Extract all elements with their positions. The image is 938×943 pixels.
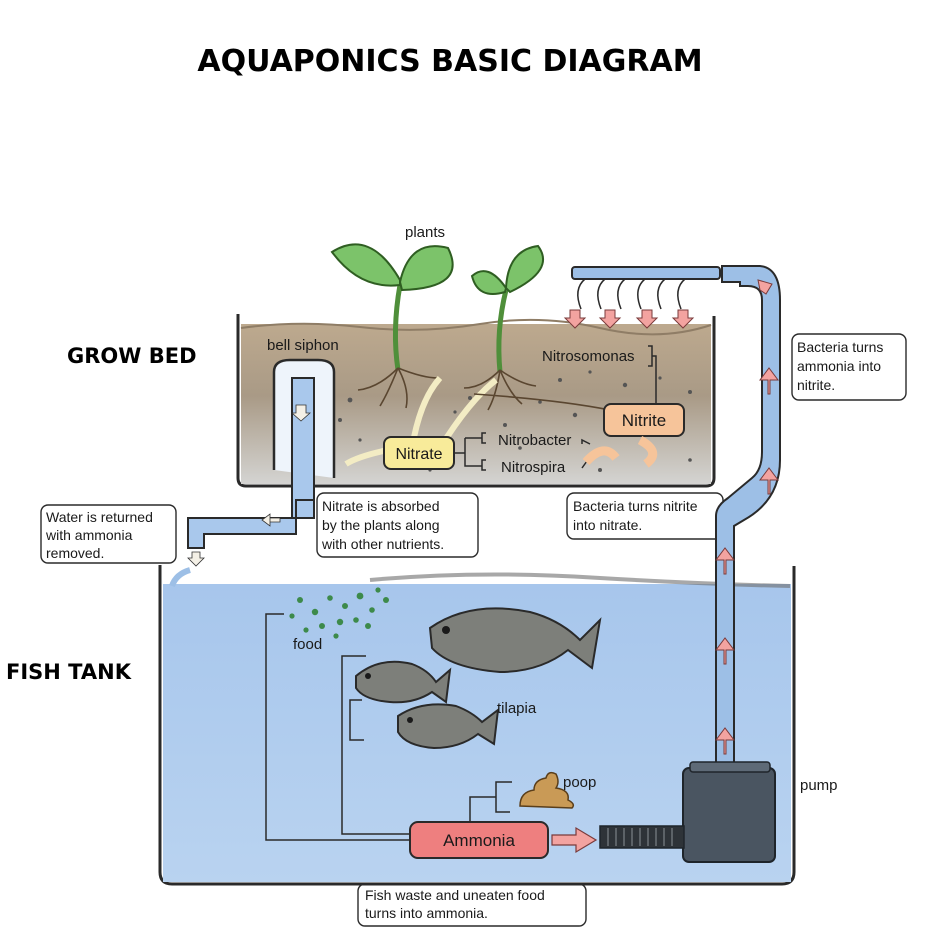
note-bacteria-nitrite: Bacteria turns nitrite into nitrate.: [566, 492, 724, 540]
cycle-arrow-icon: [582, 446, 620, 466]
note-nitrate-absorbed: Nitrate is absorbed by the plants along …: [316, 492, 479, 558]
note-line: by the plants along: [322, 517, 440, 533]
note-water-returned: Water is returned with ammonia removed.: [40, 504, 177, 564]
pump-icon: [682, 767, 776, 863]
up-arrow-icon: [757, 279, 773, 295]
pump-intake-screen: [599, 825, 685, 849]
fish-icon: [397, 703, 500, 750]
fish-tank-label: FISH TANK: [6, 660, 132, 684]
plants-label: plants: [405, 224, 445, 241]
down-arrow-icon: [635, 309, 659, 329]
note-line: ammonia into: [797, 358, 881, 374]
right-arrow-icon: [551, 826, 598, 854]
note-line: Bacteria turns nitrite: [573, 498, 698, 514]
tilapia-label: tilapia: [497, 700, 537, 717]
note-line: Bacteria turns: [797, 339, 883, 355]
riser-pipe: [715, 265, 781, 771]
bell-siphon-label: bell siphon: [267, 337, 339, 354]
food-label: food: [293, 636, 322, 653]
up-arrow-icon: [759, 367, 779, 395]
fish-icon: [355, 660, 452, 704]
grow-bed-label: GROW BED: [67, 344, 197, 368]
tilapia-fish: [355, 607, 602, 750]
down-arrow-icon: [187, 551, 205, 567]
nitrate-box: Nitrate: [383, 436, 455, 470]
bell-siphon: [187, 358, 336, 567]
note-fish-waste: Fish waste and uneaten food turns into a…: [357, 883, 587, 927]
flow-arrows: [715, 279, 779, 755]
poop-label: poop: [563, 774, 596, 791]
poop-icon: [519, 771, 575, 809]
nitrite-text: Nitrite: [622, 411, 666, 430]
cycle-arrow-icon: [637, 436, 658, 468]
nitrosomonas-label: Nitrosomonas: [542, 348, 635, 365]
return-pipe: [187, 499, 315, 549]
ammonia-brackets: [265, 613, 512, 841]
note-line: nitrite.: [797, 377, 835, 393]
up-arrow-icon: [715, 637, 735, 665]
ammonia-box: Ammonia: [409, 821, 549, 859]
note-line: Water is returned: [46, 509, 153, 525]
leaf-icon: [504, 244, 544, 294]
plants: [330, 243, 611, 467]
pump: [599, 761, 776, 863]
nitrate-text: Nitrate: [395, 446, 442, 463]
down-arrow-icon: [671, 309, 695, 329]
leaf-icon: [330, 243, 401, 287]
down-arrow-icon: [290, 404, 312, 422]
ammonia-text: Ammonia: [443, 831, 515, 850]
note-line: with other nutrients.: [321, 536, 444, 552]
note-line: into nitrate.: [573, 517, 642, 533]
leaf-icon: [398, 245, 454, 292]
nitrospira-label: Nitrospira: [501, 459, 566, 476]
note-line: removed.: [46, 545, 104, 561]
note-line: with ammonia: [45, 527, 133, 543]
spray-bar: [563, 266, 721, 329]
note-line: Fish waste and uneaten food: [365, 887, 545, 903]
up-arrow-icon: [715, 727, 735, 755]
page-title: AQUAPONICS BASIC DIAGRAM: [197, 44, 702, 79]
food-pellets: [289, 587, 389, 639]
leaf-icon: [470, 270, 508, 295]
nitrite-box: Nitrite: [603, 403, 685, 437]
up-arrow-icon: [715, 547, 735, 575]
down-arrow-icon: [598, 309, 622, 329]
down-arrow-icon: [563, 309, 587, 329]
note-line: turns into ammonia.: [365, 905, 488, 921]
note-bacteria-ammonia: Bacteria turns ammonia into nitrite.: [791, 333, 907, 401]
pump-label: pump: [800, 777, 838, 794]
nitrobacter-label: Nitrobacter: [498, 432, 571, 449]
left-arrow-icon: [261, 513, 281, 527]
up-arrow-icon: [759, 467, 779, 495]
fish-icon: [428, 607, 602, 674]
note-line: Nitrate is absorbed: [322, 498, 440, 514]
